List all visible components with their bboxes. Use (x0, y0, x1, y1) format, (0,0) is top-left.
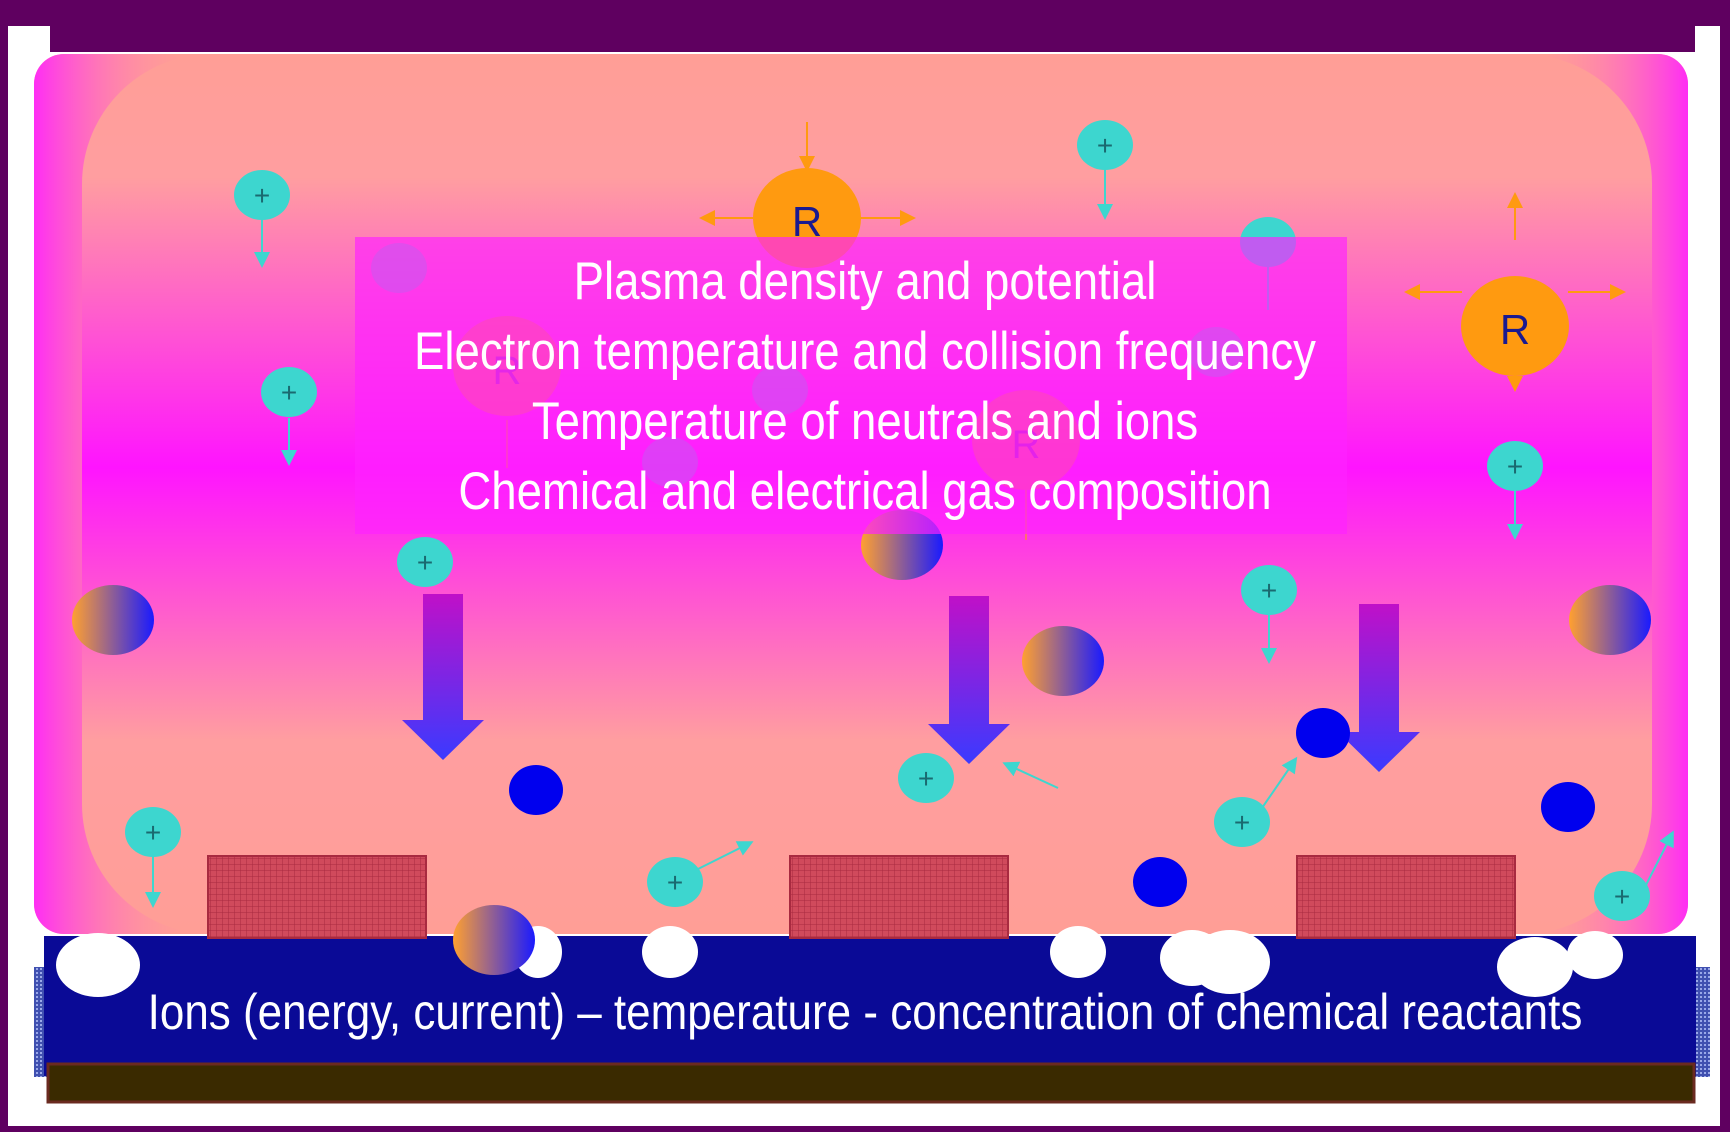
mask-block (207, 855, 427, 939)
bottom-electrode (46, 1062, 1696, 1104)
svg-text:R: R (1500, 306, 1530, 353)
ion-particles (145, 170, 1674, 908)
svg-text:+: + (1507, 451, 1523, 482)
svg-text:+: + (417, 547, 433, 578)
electron-particles (509, 708, 1595, 907)
ion-flux-arrow (402, 594, 484, 760)
mask-block (1296, 855, 1516, 939)
plasma-property-2: Electron temperature and collision frequ… (414, 322, 1316, 381)
svg-text:+: + (918, 763, 934, 794)
svg-text:+: + (145, 817, 161, 848)
top-electrode (50, 0, 1695, 52)
plasma-property-4: Chemical and electrical gas composition (458, 462, 1272, 521)
plasma-properties-box (355, 237, 1347, 534)
etch-pits (56, 926, 1623, 997)
svg-text:+: + (667, 867, 683, 898)
neutral-particles (72, 510, 1651, 975)
ion-charge-labels: + + + + + + + + + + + (145, 130, 1630, 912)
plasma-property-3: Temperature of neutrals and ions (531, 392, 1199, 451)
substrate (44, 936, 1696, 1076)
mask-block (789, 855, 1009, 939)
svg-text:+: + (1097, 130, 1113, 161)
svg-text:+: + (1234, 807, 1250, 838)
radical-particle: R (1404, 192, 1626, 392)
svg-text:+: + (1261, 575, 1277, 606)
svg-text:+: + (281, 377, 297, 408)
svg-text:+: + (254, 180, 270, 211)
svg-text:+: + (1614, 881, 1630, 912)
surface-properties-label: Ions (energy, current) – temperature - c… (147, 984, 1583, 1040)
ion-flux-arrow (1338, 604, 1420, 772)
plasma-property-1: Plasma density and potential (573, 252, 1157, 311)
ion-flux-arrow (928, 596, 1010, 764)
